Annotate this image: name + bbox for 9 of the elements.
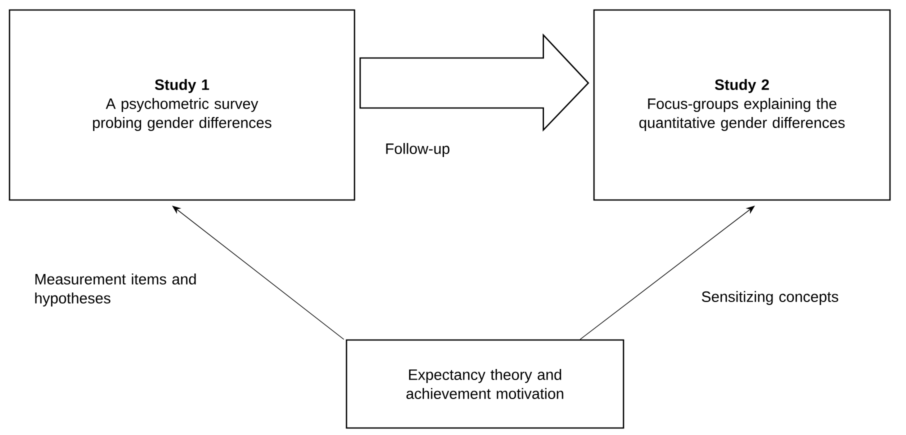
text-box: Expectancy theory and achievement motivation: [346, 339, 624, 429]
edge-label: Sensitizing concepts: [702, 291, 838, 305]
text-box: Study 1 A psychometric survey probing gender differences: [8, 9, 356, 201]
edge-label: Follow-up: [386, 143, 450, 157]
edge-label: Measurement items and hypotheses: [35, 274, 196, 306]
arrow: [360, 33, 590, 132]
text-box: Study 2 Focus-groups explaining the quantitative gender differences: [593, 9, 891, 201]
arrow: [172, 206, 344, 340]
arrow: [580, 206, 755, 340]
